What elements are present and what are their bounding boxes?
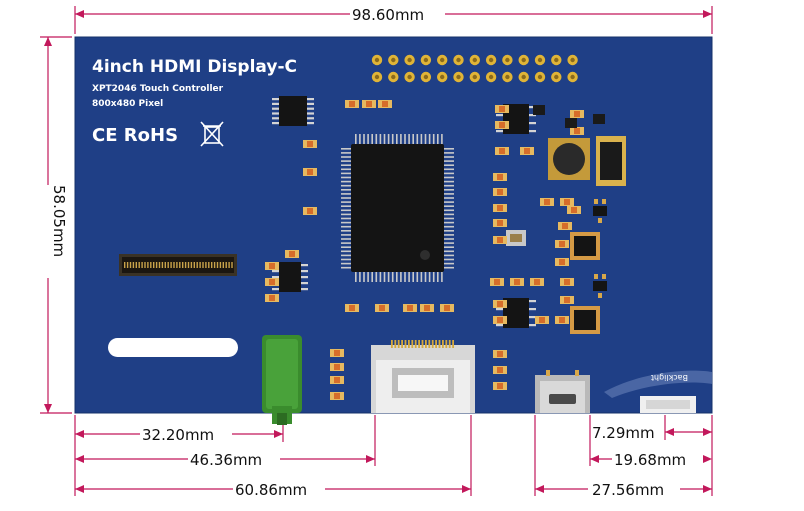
- ce-rohs-mark: CE RoHS: [92, 125, 178, 146]
- backlight-label: Backlight: [651, 373, 688, 382]
- transistor-2: [593, 274, 607, 298]
- backlight-switch: Backlight: [604, 370, 712, 413]
- gpio-header-pads: [371, 54, 578, 83]
- fpc-connector: [119, 254, 237, 276]
- micro-usb-connector: [535, 370, 590, 413]
- dim-60-86: 60.86mm: [235, 481, 307, 499]
- dim-27-56: 27.56mm: [592, 481, 664, 499]
- right-ic-lower: [496, 298, 536, 328]
- board-subtitle-touch: XPT2046 Touch Controller: [92, 84, 224, 94]
- small-ic-top-left: [272, 96, 314, 126]
- white-slot: [108, 338, 238, 357]
- green-connector: [262, 335, 302, 425]
- weee-bin-icon: [200, 121, 224, 147]
- power-regulator: [596, 136, 626, 186]
- dim-height-total: 58.05mm: [50, 185, 68, 257]
- dim-32-20: 32.20mm: [142, 426, 214, 444]
- power-inductor: [548, 138, 590, 180]
- dim-width-total: 98.60mm: [352, 6, 424, 24]
- main-controller-chip: [341, 134, 454, 282]
- crystal-oscillator: [506, 230, 526, 246]
- board-subtitle-resolution: 800x480 Pixel: [92, 99, 163, 109]
- qfn-chip-1: [570, 232, 600, 260]
- board-title: 4inch HDMI Display-C: [92, 57, 297, 77]
- transistor-1: [593, 199, 607, 223]
- dim-46-36: 46.36mm: [190, 451, 262, 469]
- qfn-chip-2: [570, 306, 600, 334]
- certification-marks: CE RoHS: [92, 121, 224, 147]
- dim-19-68: 19.68mm: [614, 451, 686, 469]
- dim-7-29: 7.29mm: [592, 424, 655, 442]
- dimension-arrowheads: [44, 10, 712, 493]
- hdmi-connector: [371, 340, 475, 413]
- passive-components: [265, 100, 605, 400]
